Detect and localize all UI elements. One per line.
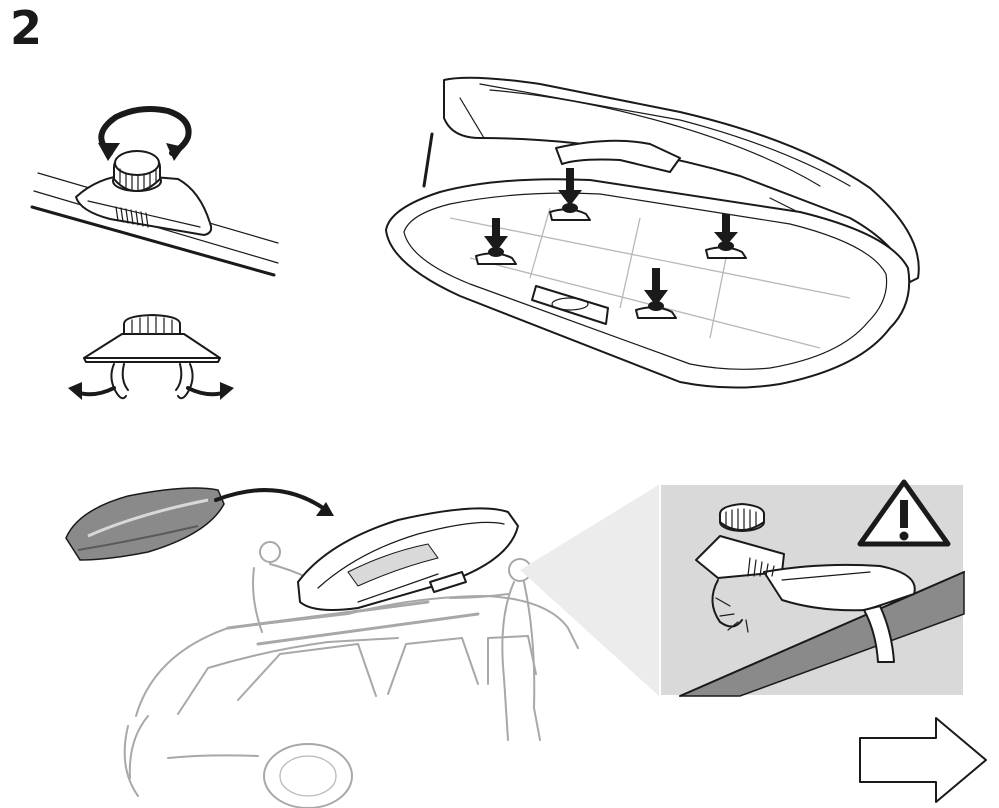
rotate-arrow-icon xyxy=(98,106,192,156)
knob-tighten-illustration xyxy=(30,106,279,277)
car-loading-illustration xyxy=(65,487,579,808)
next-arrow-icon[interactable] xyxy=(858,716,990,804)
down-arrow-icon xyxy=(558,168,582,206)
step-number: 2 xyxy=(10,1,43,55)
release-arrows-icon xyxy=(68,382,234,400)
open-box-mounting-illustration xyxy=(385,76,920,389)
warning-triangle-icon xyxy=(857,479,951,547)
clamp-release-illustration xyxy=(68,314,234,400)
detail-closeup-illustration xyxy=(520,479,965,697)
